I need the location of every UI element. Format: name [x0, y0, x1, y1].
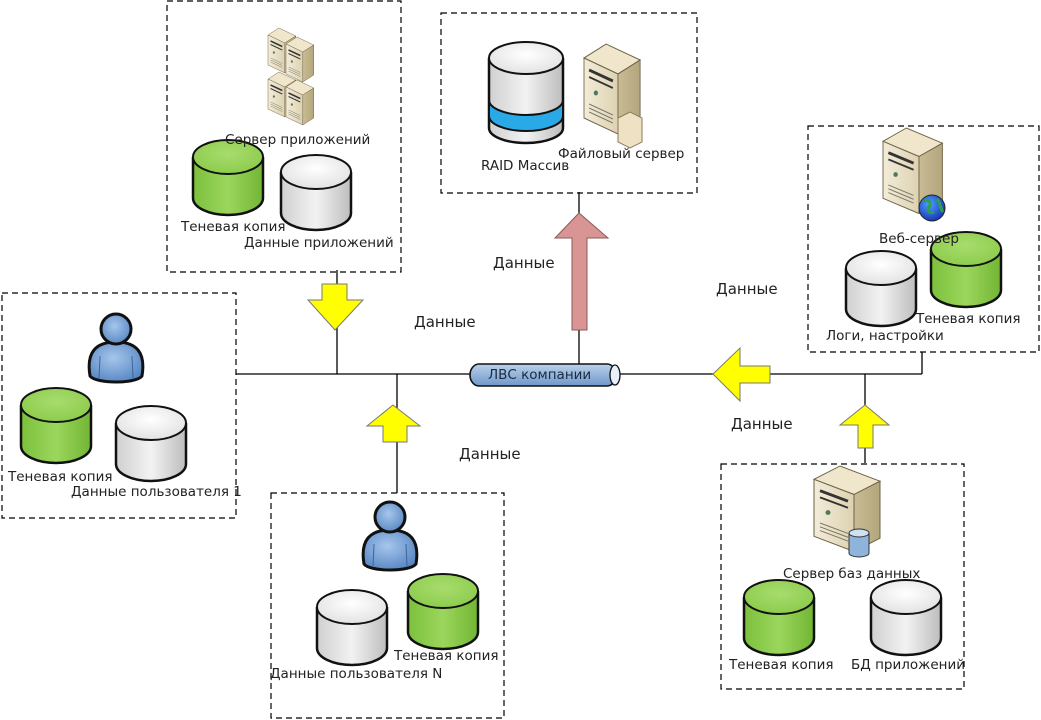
raid-array-label: RAID Массив — [481, 158, 570, 174]
arrow-up-icon — [365, 404, 422, 443]
web-server-label: Веб-сервер — [879, 231, 959, 247]
raid-array-icon — [487, 41, 565, 145]
arrow-up-icon — [838, 404, 891, 449]
database-icon — [848, 528, 870, 558]
user-n-group — [270, 492, 505, 719]
arrow-left-icon — [712, 346, 771, 403]
db-server-group — [720, 463, 965, 690]
app-data-label: Данные приложений — [244, 235, 394, 251]
shadow-copy-disk-icon — [191, 138, 265, 217]
logs-disk-icon — [844, 249, 918, 328]
db-server-icon — [812, 464, 882, 553]
flow-label-web: Данные — [716, 280, 778, 298]
globe-icon — [918, 194, 946, 222]
user-n-data-label: Данные пользователя N — [270, 666, 443, 682]
user-1-group — [1, 292, 237, 519]
shadow-copy-disk-icon — [742, 578, 816, 657]
lan-pipe[interactable] — [469, 363, 621, 387]
web-server-group — [807, 125, 1040, 353]
folder-icon — [617, 111, 643, 149]
shadow-copy-disk-icon — [19, 386, 93, 465]
user-icon — [361, 500, 419, 572]
app-server-group — [166, 0, 402, 273]
app-db-label: БД приложений — [851, 657, 965, 673]
db-server-label: Сервер баз данных — [783, 566, 921, 582]
app-server-icon — [285, 79, 315, 126]
file-storage-group — [440, 12, 698, 194]
flow-label-db: Данные — [731, 415, 793, 433]
app-db-disk-icon — [869, 578, 943, 657]
shadow-copy-label: Теневая копия — [394, 648, 499, 664]
shadow-copy-label: Теневая копия — [916, 311, 1021, 327]
flow-label-storage: Данные — [493, 254, 555, 272]
shadow-copy-disk-icon — [406, 572, 480, 651]
logs-settings-label: Логи, настройки — [826, 328, 944, 344]
app-server-icon — [285, 36, 315, 83]
user-data-disk-icon — [315, 588, 389, 667]
arrow-up-icon — [553, 212, 610, 331]
app-data-disk-icon — [279, 153, 353, 232]
user-icon — [87, 312, 145, 384]
flow-label-app: Данные — [414, 313, 476, 331]
shadow-copy-label: Теневая копия — [8, 469, 113, 485]
flow-label-user-n: Данные — [459, 445, 521, 463]
user-data-disk-icon — [114, 404, 188, 483]
app-server-label: Сервер приложений — [225, 132, 371, 148]
user-1-data-label: Данные пользователя 1 — [71, 484, 242, 500]
shadow-copy-label: Теневая копия — [181, 219, 286, 235]
arrow-down-icon — [306, 283, 365, 331]
file-server-label: Файловый сервер — [558, 146, 685, 162]
shadow-copy-label: Теневая копия — [729, 657, 834, 673]
lan-label: ЛВС компании — [488, 367, 592, 383]
